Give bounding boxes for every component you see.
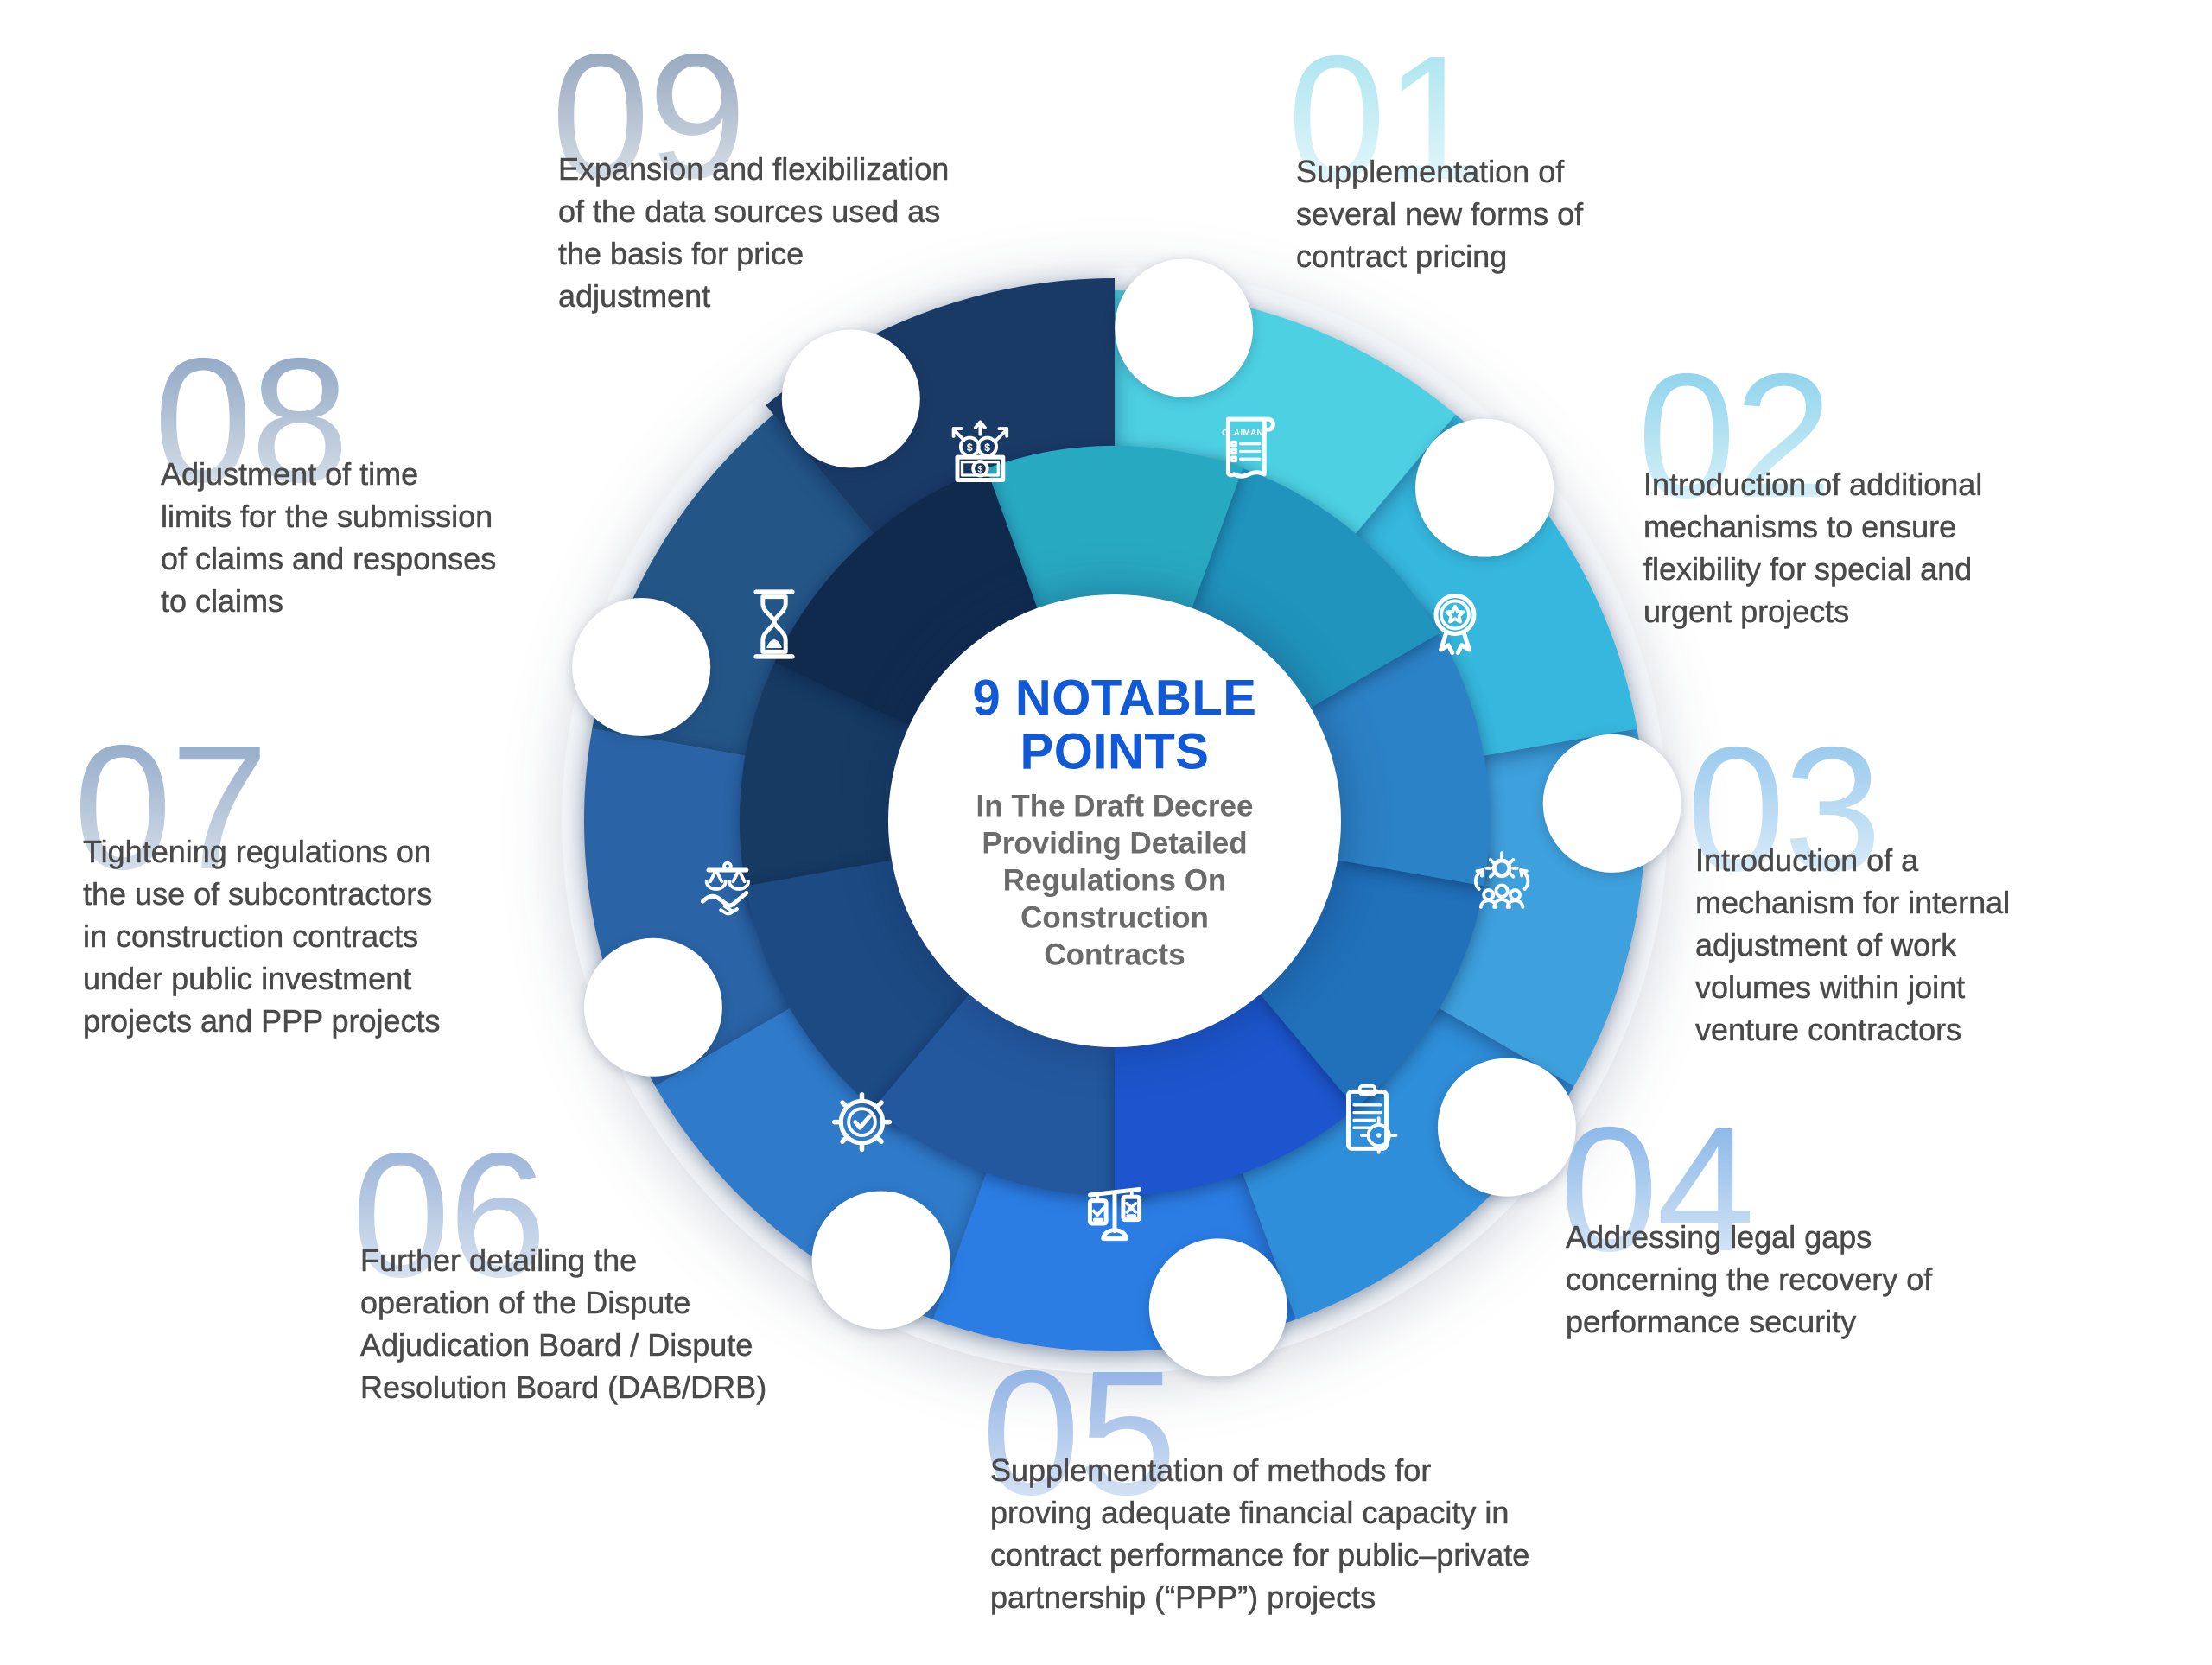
wheel-notches — [572, 258, 1681, 1377]
money-distribution-icon: $ $ $ — [951, 420, 1009, 482]
notch-02 — [1415, 418, 1554, 557]
point-06-number: 06 — [352, 1116, 547, 1314]
svg-text:$: $ — [977, 465, 982, 475]
point-02-text: Introduction of additional mechanisms to… — [1643, 467, 1983, 630]
notch-09 — [781, 329, 920, 468]
svg-text:CLAIMANT: CLAIMANT — [1222, 429, 1268, 438]
claimant-scroll-icon: CLAIMANT — [1222, 416, 1275, 479]
team-gear-icon — [1473, 851, 1530, 909]
segment-inner-arc-06 — [874, 994, 1147, 1197]
notch-04 — [1437, 1058, 1576, 1197]
notch-05 — [1148, 1238, 1287, 1377]
point-07-text: Tightening regulations on the use of sub… — [83, 834, 441, 1039]
svg-text:$: $ — [984, 442, 990, 454]
svg-text:$: $ — [967, 442, 973, 454]
justice-handshake-icon — [700, 861, 751, 916]
point-01-number: 01 — [1287, 19, 1483, 217]
notch-07 — [583, 937, 722, 1077]
point-03-number: 03 — [1687, 710, 1882, 908]
segment-inner-arc-09 — [774, 468, 1038, 726]
point-06-text: Further detailing the operation of the D… — [360, 1242, 767, 1406]
point-01-text: Supplementation of several new forms of … — [1296, 154, 1584, 275]
wheel-inner-arcs — [739, 445, 1490, 1197]
point-04-text: Addressing legal gaps concerning the rec… — [1566, 1219, 1933, 1340]
point-02-number: 02 — [1637, 337, 1833, 535]
point-04-number: 04 — [1560, 1090, 1755, 1288]
point-09-text: Expansion and flexibilization of the dat… — [558, 151, 950, 315]
segment-inner-arc-02 — [1173, 458, 1440, 708]
notch-01 — [1115, 258, 1254, 397]
point-05-number: 05 — [982, 1334, 1177, 1532]
notch-06 — [811, 1191, 950, 1330]
point-08-text: Adjustment of time limits for the submis… — [161, 456, 497, 620]
award-ribbon-icon — [1433, 594, 1477, 655]
center-title: 9 NOTABLE POINTS — [972, 670, 1257, 780]
gear-check-icon — [831, 1091, 893, 1153]
point-05-text: Supplementation of methods for proving a… — [990, 1452, 1530, 1616]
hourglass-icon — [753, 589, 795, 659]
notch-08 — [572, 598, 711, 736]
center-subtitle: In The Draft Decree Providing Detailed R… — [976, 789, 1254, 972]
point-07-number: 07 — [73, 709, 269, 906]
center-label: 9 NOTABLE POINTS In The Draft Decree Pro… — [899, 670, 1331, 974]
center-circle — [888, 594, 1341, 1047]
point-03-text: Introduction of a mechanism for internal… — [1695, 842, 2011, 1048]
balance-check-x-icon — [1087, 1186, 1142, 1242]
point-08-number: 08 — [154, 321, 349, 519]
point-09-number: 09 — [551, 17, 747, 215]
clipboard-target-icon — [1346, 1084, 1398, 1154]
segment-inner-arc-04 — [1260, 840, 1489, 1109]
notch-03 — [1542, 734, 1681, 873]
segment-inner-arc-01 — [956, 445, 1243, 616]
